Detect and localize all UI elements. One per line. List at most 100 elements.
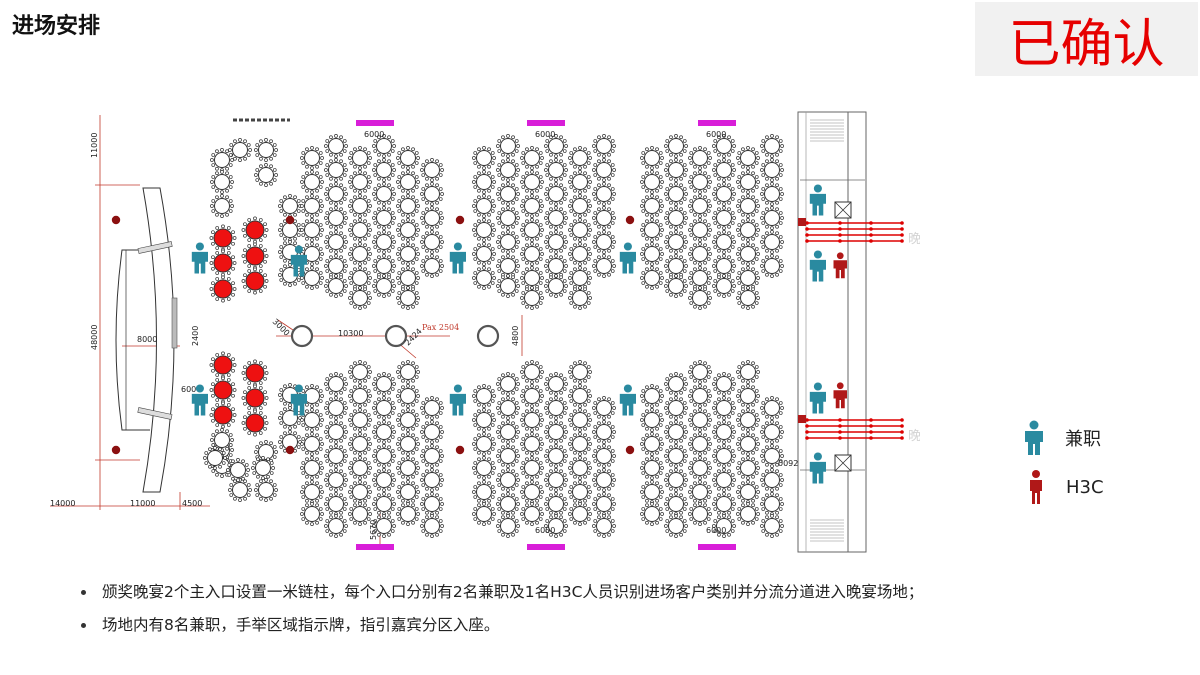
chair [520,204,524,208]
chair [521,247,526,251]
chair [583,426,587,431]
chair [569,389,574,393]
banquet-table [544,158,568,182]
chair [305,219,309,224]
chair [516,454,520,458]
chair [506,514,510,518]
chair [682,497,687,501]
vip-table [209,275,237,303]
chair [559,200,563,205]
table-top [644,198,660,214]
chair [658,209,663,213]
chair [573,385,577,390]
chair [368,490,372,494]
chair [411,188,415,193]
chair [775,152,779,157]
led-screen [356,544,394,550]
chair [665,483,670,487]
chair [765,445,769,450]
chair [658,175,663,179]
chair [253,432,257,437]
chair [396,512,400,516]
chair [665,163,670,167]
chair [221,249,225,254]
chair [578,262,582,266]
chair [263,233,267,238]
chair [689,271,694,275]
chair [545,173,550,177]
chair [568,442,572,446]
dim-label: 11000 [90,133,99,158]
chair [717,532,721,537]
vip-table [209,249,237,277]
chair [593,449,598,453]
table-top [740,506,756,522]
chair [387,462,391,467]
chair [301,461,306,465]
chair [342,387,347,391]
banquet-table [640,218,664,242]
pillar-markers [111,215,635,455]
table-top [245,413,265,433]
chair [554,492,558,496]
chair [593,187,598,191]
chair [645,520,649,525]
chair [438,163,443,167]
chair [682,221,687,225]
chair [727,224,731,229]
chair [703,481,707,486]
chair [717,207,721,212]
chair [741,361,745,366]
chair [727,469,731,474]
chair [215,353,220,357]
banquet-table [592,514,616,538]
chair [708,296,712,300]
chair [684,478,688,482]
banquet-table [664,254,688,278]
chair [382,396,386,400]
chair [736,490,740,494]
chair [573,195,577,200]
chair [492,180,496,184]
person-head [836,252,844,260]
person-head [813,184,822,193]
chair [741,212,745,217]
chair [530,262,534,266]
chair [261,476,265,480]
chair [269,441,273,446]
table-top [328,162,344,178]
table-top [376,518,392,534]
chair [372,430,376,434]
chair [689,399,694,403]
chair [387,275,391,280]
chair [658,399,663,403]
table-top [476,388,492,404]
chair [293,241,297,246]
chair [226,373,231,377]
chair [473,161,478,165]
chair [756,180,760,184]
banquet-table [496,372,520,396]
table-top [328,472,344,488]
chair [641,151,646,155]
chair [315,457,319,462]
chair [544,502,548,506]
chair [497,173,502,177]
chair [650,242,654,246]
banquet-table [278,194,302,218]
chair [339,207,343,212]
banquet-table [688,432,712,456]
table-top [692,222,708,238]
chair [610,163,615,167]
chair [706,271,711,275]
chair [411,164,415,169]
chair [713,401,718,405]
chair [521,375,526,379]
chair [708,370,712,374]
chair [586,389,591,393]
chair [760,192,764,196]
person-icon [1025,420,1043,455]
chair [438,245,443,249]
chair [588,276,592,280]
chair [573,361,577,366]
